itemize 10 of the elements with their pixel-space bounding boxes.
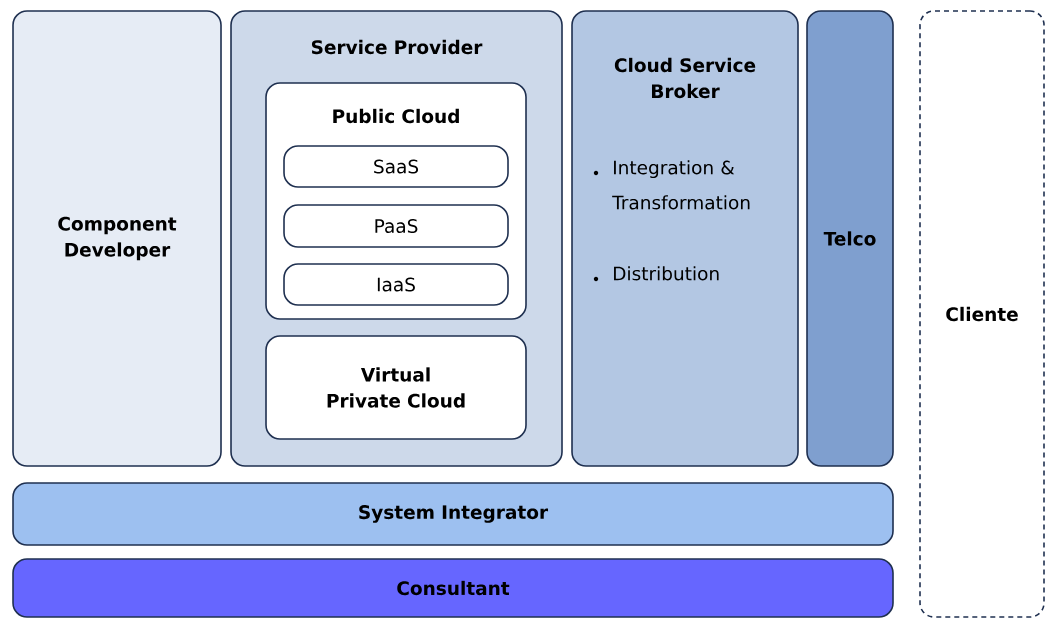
column-box: Cloud Service Broker Integration & Transformation Distribution [571,10,799,467]
service-box: IaaS [283,263,509,306]
column-box: Telco [806,10,894,467]
service-box: PaaS [283,204,509,248]
layer-bar: Consultant [12,558,894,618]
layer-bar: System Integrator [12,482,894,546]
column-box: Component Developer [12,10,222,467]
service-box: SaaS [283,145,509,188]
dashed-box: Cliente [919,10,1045,618]
group-box: Virtual Private Cloud [265,335,527,440]
